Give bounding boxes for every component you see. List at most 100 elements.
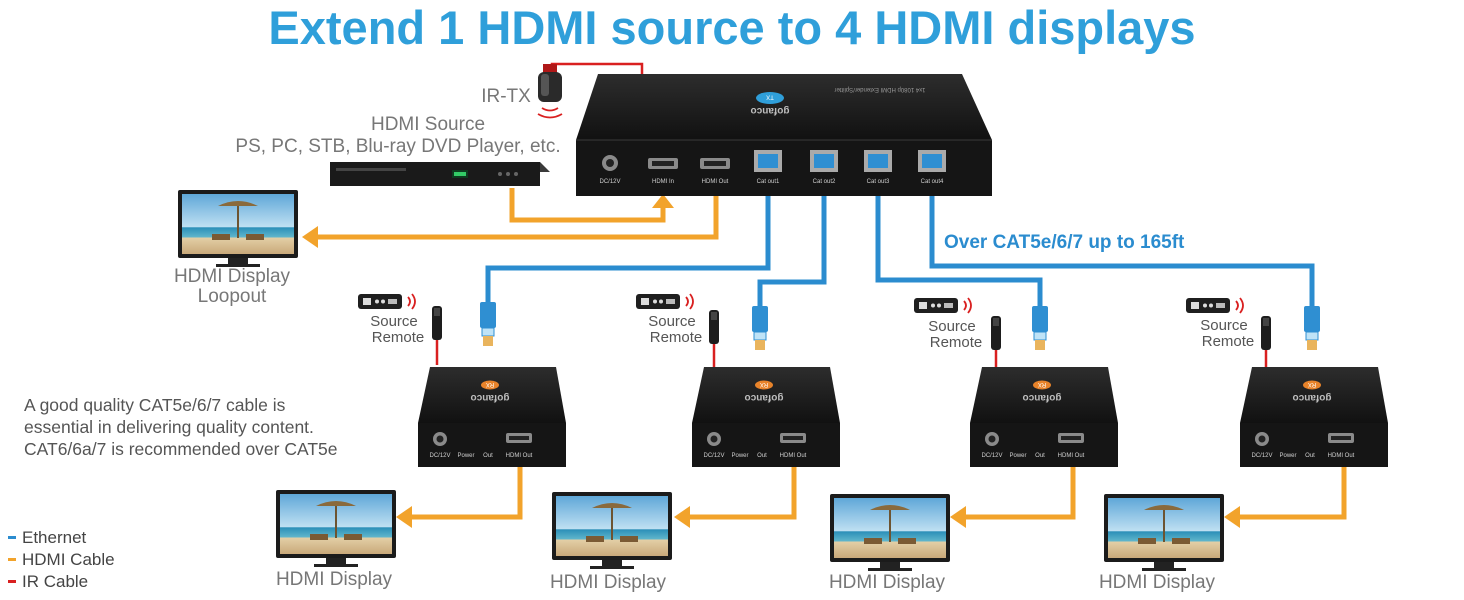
remote-label-line1: Source: [370, 313, 418, 330]
remote-icon: [913, 297, 972, 314]
rx-port-label: Out: [1035, 453, 1045, 459]
rj45-connector: [751, 305, 769, 351]
rx-brand: gofanco: [471, 392, 510, 403]
tx-port-label: Cat out2: [813, 179, 836, 185]
remote-label-line2: Remote: [372, 329, 425, 346]
tx-model: 1x4 1080p HDMI Extender/Splitter: [834, 86, 925, 92]
rx-port-label: Out: [1305, 453, 1315, 459]
rx-port-label: HDMI Out: [780, 453, 807, 459]
legend: Ethernet HDMI Cable IR Cable: [8, 528, 115, 591]
source-title: HDMI Source: [371, 114, 485, 135]
rx-badge-text: RX: [760, 381, 768, 387]
ethernet-cable-2: [757, 196, 827, 306]
ir-cables-rx: [435, 340, 1268, 367]
rx-brand: gofanco: [1293, 392, 1332, 403]
legend-label-ir: IR Cable: [22, 572, 88, 591]
hdmi-display: [1104, 494, 1224, 571]
quality-note-line1: A good quality CAT5e/6/7 cable is: [24, 395, 286, 415]
remote-icon: [1185, 297, 1244, 314]
remote-label-line2: Remote: [650, 329, 703, 346]
ir-tx-label: IR-TX: [481, 86, 531, 107]
remote-icon: [357, 293, 416, 310]
rx-badge-text: RX: [1308, 381, 1316, 387]
tx-port-label: HDMI Out: [702, 179, 729, 185]
rx-brand: gofanco: [1023, 392, 1062, 403]
hdmi-display: [276, 490, 396, 567]
hdmi-cable-source: [509, 188, 666, 223]
remote-icon: [635, 293, 694, 310]
rx-port-label: Out: [483, 453, 493, 459]
ethernet-cable-1: [485, 196, 771, 302]
rx-port-label: Power: [1279, 453, 1296, 459]
remote-group-1: Source Remote: [357, 293, 442, 346]
tx-cat-ports: [754, 150, 946, 172]
ir-receiver-dongle: [709, 310, 719, 344]
loopout-display: [178, 190, 298, 267]
remote-label-line2: Remote: [1202, 333, 1255, 350]
loopout-label-line2: Loopout: [198, 286, 267, 307]
transmitter-unit: TX gofanco 1x4 1080p HDMI Extender/Split…: [576, 74, 992, 196]
rx-badge: [1303, 380, 1321, 390]
display-label: HDMI Display: [550, 572, 667, 593]
tx-port-labels: DC/12V HDMI In HDMI Out Cat out1 Cat out…: [599, 179, 944, 185]
display-label: HDMI Display: [276, 569, 393, 590]
hdmi-cable-loopout: [318, 196, 719, 240]
remote-group-2: Source Remote: [635, 293, 719, 346]
dvd-player: [330, 162, 550, 186]
remote-group-3: Source Remote: [913, 297, 1001, 351]
rx-port-label: DC/12V: [981, 453, 1002, 459]
remote-label-line2: Remote: [930, 334, 983, 351]
remote-label-line1: Source: [928, 318, 976, 335]
rx-badge: [755, 380, 773, 390]
display-label: HDMI Display: [829, 572, 946, 593]
tx-brand: gofanco: [751, 105, 790, 116]
source-subtitle: PS, PC, STB, Blu-ray DVD Player, etc.: [235, 136, 560, 157]
ethernet-cable-3: [875, 196, 1043, 306]
legend-swatch-ethernet: [8, 536, 16, 539]
rx-badge-text: RX: [1038, 381, 1046, 387]
rx-brand: gofanco: [745, 392, 784, 403]
hdmi-output-arrows: [396, 506, 1240, 528]
ethernet-cable-4: [929, 196, 1315, 306]
rj45-connector: [479, 301, 497, 347]
ir-receiver-dongle: [432, 306, 442, 340]
rx-port-label: Power: [1009, 453, 1026, 459]
diagram-title: Extend 1 HDMI source to 4 HDMI displays: [268, 1, 1195, 54]
rx-port-label: DC/12V: [1251, 453, 1272, 459]
ir-receiver-dongle: [991, 316, 1001, 350]
rj45-connector: [1303, 305, 1321, 351]
rx-badge: [481, 380, 499, 390]
tx-badge-text: TX: [766, 94, 774, 100]
hdmi-display: [830, 494, 950, 571]
legend-swatch-ir: [8, 580, 16, 583]
tx-port-label: Cat out3: [867, 179, 890, 185]
rx-port-label: DC/12V: [429, 453, 450, 459]
quality-note-line3: CAT6/6a/7 is recommended over CAT5e: [24, 439, 338, 459]
tx-port-label: Cat out1: [757, 179, 780, 185]
ethernet-cables: [485, 196, 1315, 306]
rx-port-label: HDMI Out: [1328, 453, 1355, 459]
rx-port-label: Power: [457, 453, 474, 459]
remote-label-line1: Source: [648, 313, 696, 330]
remote-label-line1: Source: [1200, 317, 1248, 334]
rx-badge-text: RX: [486, 381, 494, 387]
hdmi-arrow-loopout: [302, 226, 318, 248]
rx-port-label: Out: [757, 453, 767, 459]
rx-port-label: HDMI Out: [506, 453, 533, 459]
rx-badge: [1033, 380, 1051, 390]
rx-port-label: DC/12V: [703, 453, 724, 459]
hdmi-arrow-source: [652, 194, 674, 208]
hdmi-output-cables: [412, 465, 1347, 520]
remote-group-4: Source Remote: [1185, 297, 1271, 350]
legend-swatch-hdmi: [8, 558, 16, 561]
quality-note-line2: essential in delivering quality content.: [24, 417, 314, 437]
legend-label-hdmi: HDMI Cable: [22, 550, 115, 569]
cable-distance-note: Over CAT5e/6/7 up to 165ft: [944, 232, 1185, 253]
loopout-label-line1: HDMI Display: [174, 266, 291, 287]
